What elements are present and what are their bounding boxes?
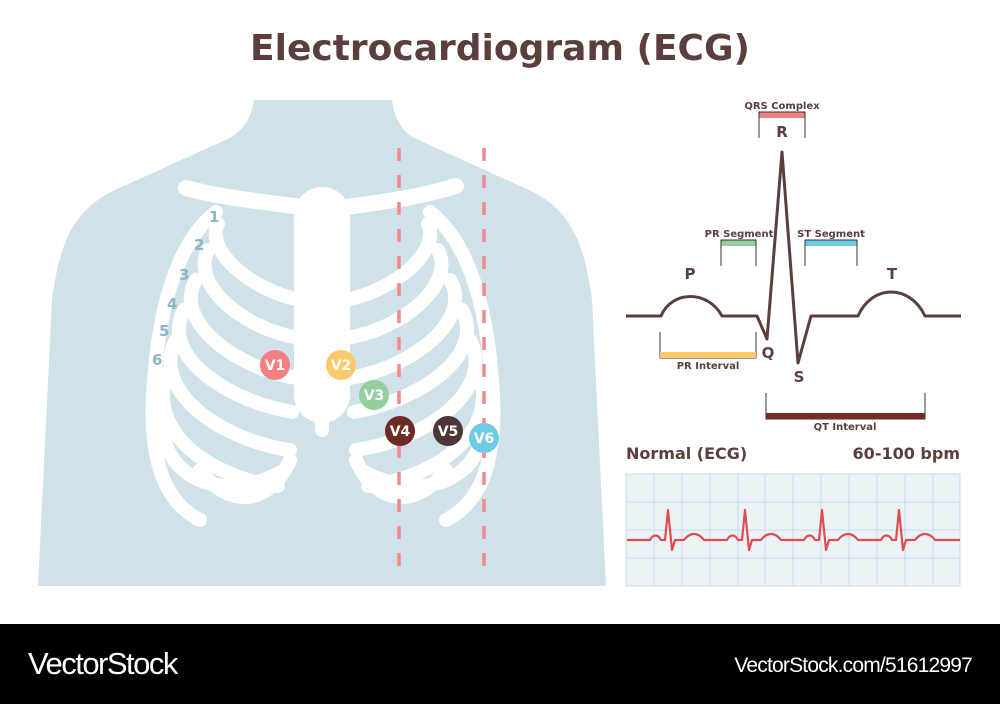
pr-interval-label: PR Interval — [677, 361, 740, 372]
lead-v4: V4 — [385, 416, 415, 446]
t-wave-label: T — [887, 265, 898, 283]
image-reference: VectorStock.com/51612997 — [734, 654, 972, 677]
brand-logo: VectorStock — [28, 646, 178, 681]
pr-segment-label: PR Segment — [705, 229, 774, 240]
svg-text:V6: V6 — [474, 431, 495, 447]
q-wave-label: Q — [762, 344, 775, 362]
st-segment-label: ST Segment — [797, 229, 865, 240]
rib-numbers: 1 2 3 4 5 6 — [152, 208, 219, 369]
rib-number-5: 5 — [159, 322, 169, 340]
s-wave-label: S — [794, 368, 805, 386]
lead-v6: V6 — [469, 423, 499, 453]
rib-number-2: 2 — [194, 236, 204, 254]
rib-cage — [145, 178, 501, 527]
svg-text:V1: V1 — [265, 358, 286, 374]
qt-interval-label: QT Interval — [814, 422, 877, 433]
rhythm-trace — [627, 508, 960, 552]
watermark-footer: VectorStock VectorStock.com/51612997 — [0, 624, 1000, 704]
p-wave-label: P — [685, 265, 696, 283]
lead-v5: V5 — [433, 416, 463, 446]
rib-number-6: 6 — [152, 351, 162, 369]
svg-text:V2: V2 — [331, 358, 352, 374]
ecg-rhythm-strip — [625, 473, 961, 587]
heart-rate-range: 60-100 bpm — [852, 444, 960, 463]
ecg-waveform-diagram: QRS Complex R PR Segment ST Segment P T … — [626, 101, 961, 433]
lead-v1: V1 — [260, 350, 290, 380]
rib-number-4: 4 — [167, 295, 177, 313]
svg-text:V4: V4 — [390, 424, 411, 440]
svg-text:V3: V3 — [364, 388, 385, 404]
rib-number-1: 1 — [209, 208, 219, 226]
lead-v3: V3 — [359, 380, 389, 410]
r-wave-label: R — [776, 123, 788, 141]
rib-number-3: 3 — [179, 266, 189, 284]
svg-text:V5: V5 — [438, 424, 459, 440]
page-title: Electrocardiogram (ECG) — [250, 28, 750, 69]
qrs-complex-label: QRS Complex — [744, 101, 820, 112]
strip-title: Normal (ECG) — [626, 444, 748, 463]
lead-v2: V2 — [326, 350, 356, 380]
